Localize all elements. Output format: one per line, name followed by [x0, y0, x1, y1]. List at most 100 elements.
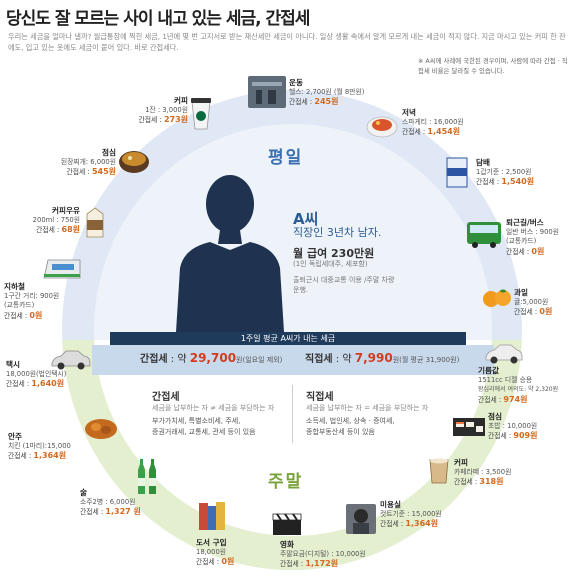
item-snack: 안주 치킨 (1마리):15,000 간접세 : 1,364원: [8, 432, 71, 462]
item-taxi-detail: 18,000원(법인택시): [6, 369, 67, 378]
bus-icon: [467, 222, 501, 248]
item-salon-name: 미용실: [380, 500, 401, 509]
latte-icon: [429, 458, 449, 484]
item-coffee-tax-label: 간접세 :: [138, 116, 162, 124]
item-subway-detail: 1구간 거리: 900원: [4, 291, 60, 300]
indirect-definition: 간접세 세금을 납부하는 자 ≠ 세금을 부담하는 자 부가가치세, 특별소비세…: [152, 388, 274, 438]
person-silhouette-icon: [176, 175, 284, 332]
item-exercise-amount: 245원: [314, 97, 339, 106]
item-snack-detail: 치킨 (1마리):15,000: [8, 441, 71, 450]
item-dinner-name: 저녁: [402, 108, 416, 117]
cigarette-pack-icon: [446, 157, 468, 188]
item-exercise-tax-label: 간접세 :: [289, 98, 313, 106]
item-bus-amount: 0원: [531, 246, 545, 256]
item-movie: 영화 주말요금(디지털) : 10,000원 간접세 : 1,172원: [280, 540, 366, 570]
item-lunch2-name: 점심: [488, 412, 502, 421]
item-subway-amount: 0원: [29, 310, 43, 320]
direct-def-list-1: 소득세, 법인세, 상속 · 증여세,: [306, 417, 395, 425]
item-movie-detail: 주말요금(디지털) : 10,000원: [280, 549, 366, 558]
item-exercise-detail: 헬스: 2,700원 (월 8만원): [289, 87, 365, 96]
item-dinner-detail: 스파게티 : 16,000원: [402, 117, 464, 126]
item-coffeemilk-name: 커피우유: [52, 206, 80, 215]
item-lunch2-detail: 초밥 : 10,000원: [488, 421, 538, 430]
stew-bowl-icon: [119, 151, 149, 173]
item-bus-tax-label: 간접세 :: [506, 247, 530, 256]
item-taxi: 택시 18,000원(법인택시) 간접세 : 1,640원: [6, 360, 66, 390]
direct-def-title: 직접세: [306, 392, 334, 403]
direct-def-line: 세금을 납부하는 자 = 세금을 부담하는 자: [306, 404, 429, 412]
item-subway-tax-label: 간접세 :: [4, 311, 28, 320]
item-bus-detail-2: (교통카드): [506, 237, 537, 245]
person-name: A씨: [293, 210, 319, 228]
coffee-cup-icon: [191, 98, 211, 130]
item-fuel: 기름값 1511cc 디젤 승용 왕십리에서 여의도: 약 2,320원 간접세…: [478, 366, 558, 405]
item-books-name: 도서 구입: [196, 538, 227, 547]
salary-note: (1인 독립세대주, 세포함): [293, 260, 368, 268]
item-lunch-name: 점심: [102, 148, 116, 157]
definition-divider: [292, 385, 293, 443]
item-salon: 미용실 컷트기준 : 15,000원 간접세 : 1,364원: [380, 500, 442, 530]
indirect-def-list-1: 부가가치세, 특별소비세, 주세,: [152, 417, 241, 425]
item-salon-tax-label: 간접세 :: [380, 520, 404, 528]
totals-band: [92, 345, 494, 375]
intro-text: 우리는 세금을 얼마나 낼까? 월급통장에 찍힌 세금, 1년에 몇 번 고지서…: [8, 32, 566, 52]
item-coffee2-amount: 318원: [479, 477, 504, 486]
direct-total-value: 7,990: [354, 351, 393, 365]
item-lunch2-tax-label: 간접세 :: [488, 432, 512, 440]
item-coffee2-tax-label: 간접세 :: [454, 478, 478, 486]
weekday-label: 평일: [268, 148, 304, 168]
item-books-amount: 0원: [221, 557, 235, 566]
taxi-car-icon: [51, 350, 91, 370]
indirect-def-line: 세금을 납부하는 자 ≠ 세금을 부담하는 자: [152, 404, 275, 412]
weekly-bar-title: 1주일 평균 A씨가 내는 세금: [110, 332, 466, 345]
item-liquor-amount: 1,327 원: [105, 507, 141, 516]
footnote: ※ A씨에 사례에 국한된 경우이며, 사람에 따라 간접 · 직접세 비율은 …: [418, 57, 568, 75]
item-cigarette-detail: 1갑기준 : 2,500원: [476, 167, 532, 176]
item-bus-detail: 일반 버스 : 900원: [506, 227, 560, 236]
item-subway-detail-2: (교통카드): [4, 301, 35, 309]
item-books-detail: 18,000원: [196, 547, 227, 556]
item-bus: 퇴근길/버스 일반 버스 : 900원 (교통카드) 간접세 : 0원: [506, 218, 559, 257]
item-bus-name: 퇴근길/버스: [506, 218, 544, 227]
item-fruit-tax-label: 간접세 :: [514, 308, 538, 316]
commute-note: 출퇴근시 대중교통 이용 /주말 차량 운행.: [293, 276, 395, 294]
item-snack-name: 안주: [8, 432, 22, 441]
item-lunch-detail: 된장찌개: 6,000원: [60, 157, 116, 166]
direct-total-label: 직접세: [305, 354, 333, 365]
subway-train-icon: [43, 259, 81, 279]
item-fruit: 과일 귤:5,000원 간접세 : 0원: [514, 288, 552, 318]
item-taxi-amount: 1,640원: [31, 379, 65, 388]
item-fuel-detail-2: 왕십리에서 여의도: 약 2,320원: [478, 386, 559, 393]
item-exercise-name: 운동: [289, 78, 303, 87]
direct-total: 직접세 : 약 7,990원(월 평균 31,900원): [305, 350, 459, 365]
item-dinner: 저녁 스파게티 : 16,000원 간접세 : 1,454원: [402, 108, 464, 138]
item-dinner-tax-label: 간접세 :: [402, 128, 426, 136]
item-lunch2-amount: 909원: [513, 431, 538, 440]
item-fuel-amount: 974원: [503, 394, 528, 404]
sushi-icon: [453, 418, 485, 436]
item-coffee-detail: 1잔 : 3,000원: [145, 105, 188, 114]
indirect-def-list-2: 증권거래세, 교통세, 관세 등이 있음: [152, 428, 256, 436]
item-coffee2-name: 커피: [454, 458, 468, 467]
item-cigarette-tax-label: 간접세 :: [476, 178, 500, 186]
item-coffee-name: 커피: [174, 96, 188, 105]
item-liquor-tax-label: 간접세 :: [80, 508, 104, 516]
weekend-label: 주말: [268, 472, 304, 492]
item-coffee-amount: 273원: [163, 115, 188, 124]
item-coffeemilk-amount: 68원: [61, 225, 81, 234]
indirect-total-value: 29,700: [189, 351, 237, 365]
person-description: 직장인 3년차 남자.: [293, 226, 382, 239]
milk-carton-icon: [86, 207, 104, 238]
item-liquor: 술 소주2병 : 6,000원 간접세 : 1,327 원: [80, 488, 141, 518]
item-snack-tax-label: 간접세 :: [8, 452, 32, 460]
item-coffeemilk-detail: 200ml : 750원: [32, 215, 80, 224]
film-clapper-icon: [272, 513, 302, 535]
indirect-total: 간접세 : 약 29,700원(일요일 제외): [140, 350, 282, 365]
direct-definition: 직접세 세금을 납부하는 자 = 세금을 부담하는 자 소득세, 법인세, 상속…: [306, 388, 428, 438]
item-fruit-amount: 0원: [539, 307, 553, 316]
direct-total-prefix: : 약: [335, 354, 352, 365]
item-salon-detail: 컷트기준 : 15,000원: [380, 509, 442, 518]
item-snack-amount: 1,364원: [33, 451, 67, 460]
item-fuel-tax-label: 간접세 :: [478, 395, 502, 404]
item-coffee2: 커피 카페라떼 : 3,500원 간접세 : 318원: [454, 458, 511, 488]
